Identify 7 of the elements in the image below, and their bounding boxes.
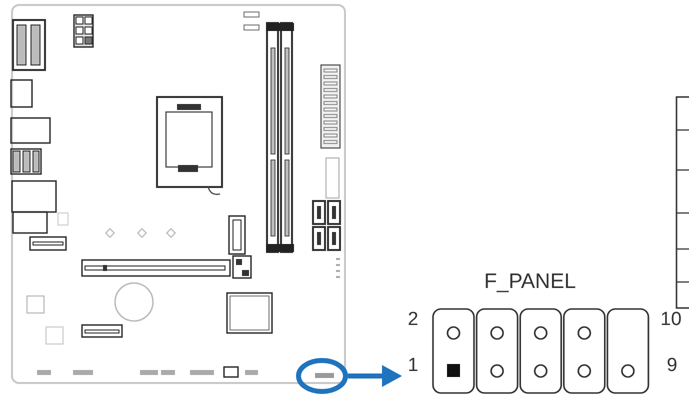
pin-number: 10	[660, 310, 682, 330]
arrow	[348, 365, 402, 387]
header-title: F_PANEL	[484, 270, 576, 294]
pin-number: 9	[666, 356, 678, 376]
highlight-ring	[296, 358, 348, 394]
pin-number: 2	[408, 310, 418, 330]
pin-number: 1	[408, 356, 418, 376]
